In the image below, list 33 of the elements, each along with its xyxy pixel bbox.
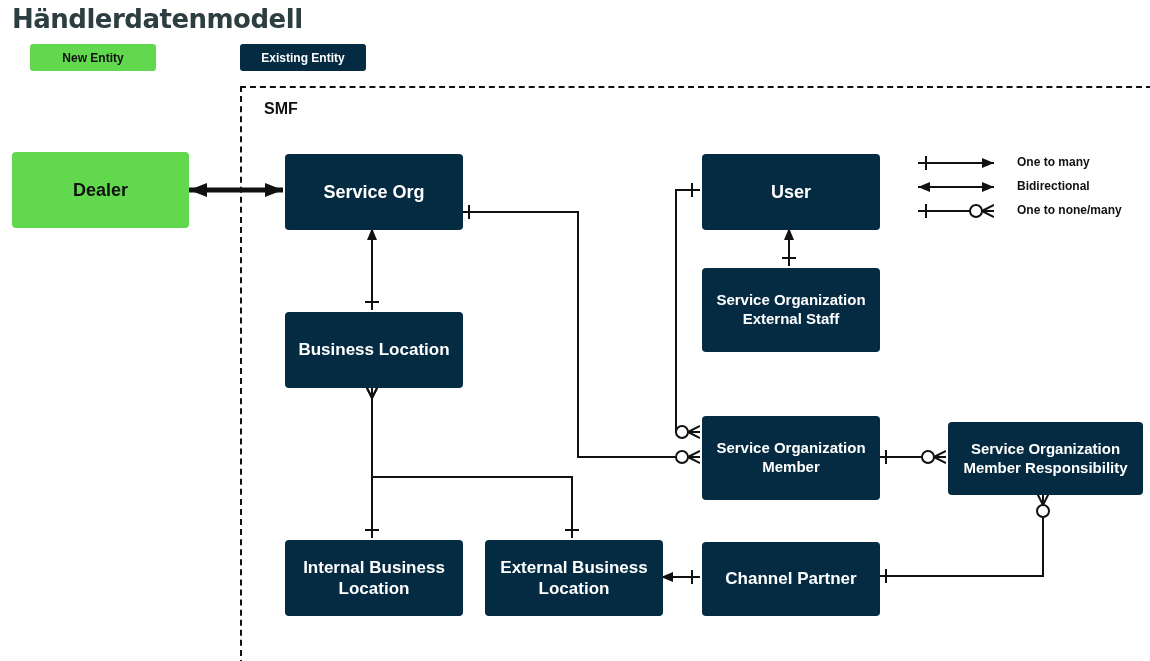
entity-label: Service Organization External Staff: [715, 291, 867, 329]
legend-label: Bidirectional: [1017, 179, 1090, 193]
entity-label: Dealer: [72, 178, 128, 202]
connector: [675, 182, 701, 439]
legend-label: One to none/many: [1017, 203, 1122, 217]
connector: [189, 183, 283, 197]
entity-label: Service Organization Member Responsibility: [962, 439, 1129, 478]
entity-box: [702, 416, 880, 500]
legend-label: New Entity: [62, 50, 124, 65]
entity-label: Business Location: [298, 339, 450, 361]
entity-box: [285, 540, 463, 616]
entity-label: Internal Business Location: [302, 556, 446, 600]
entity-box: [285, 154, 463, 230]
entity-label: Channel Partner: [725, 568, 857, 590]
entity-box: [485, 540, 663, 616]
entity-label: Service Organization Member: [715, 439, 867, 477]
connector: [364, 227, 380, 311]
entity-box: [12, 152, 189, 228]
entity-box: [285, 312, 463, 388]
entity-box: [948, 422, 1143, 495]
entity-label: Service Org: [323, 180, 425, 204]
connector: [781, 227, 797, 267]
entity-box: [702, 154, 880, 230]
legend-label: Existing Entity: [261, 50, 345, 65]
entity-label: User: [771, 180, 811, 204]
dashed-region-boundary: [240, 86, 1150, 661]
connector: [365, 385, 580, 539]
entity-box: [702, 268, 880, 352]
entity-box: [702, 542, 880, 616]
entity-label: External Business Location: [499, 556, 649, 600]
diagram-title: Händlerdatenmodell: [12, 4, 303, 34]
region-label: SMF: [264, 100, 298, 118]
legend-label: One to many: [1017, 155, 1090, 169]
